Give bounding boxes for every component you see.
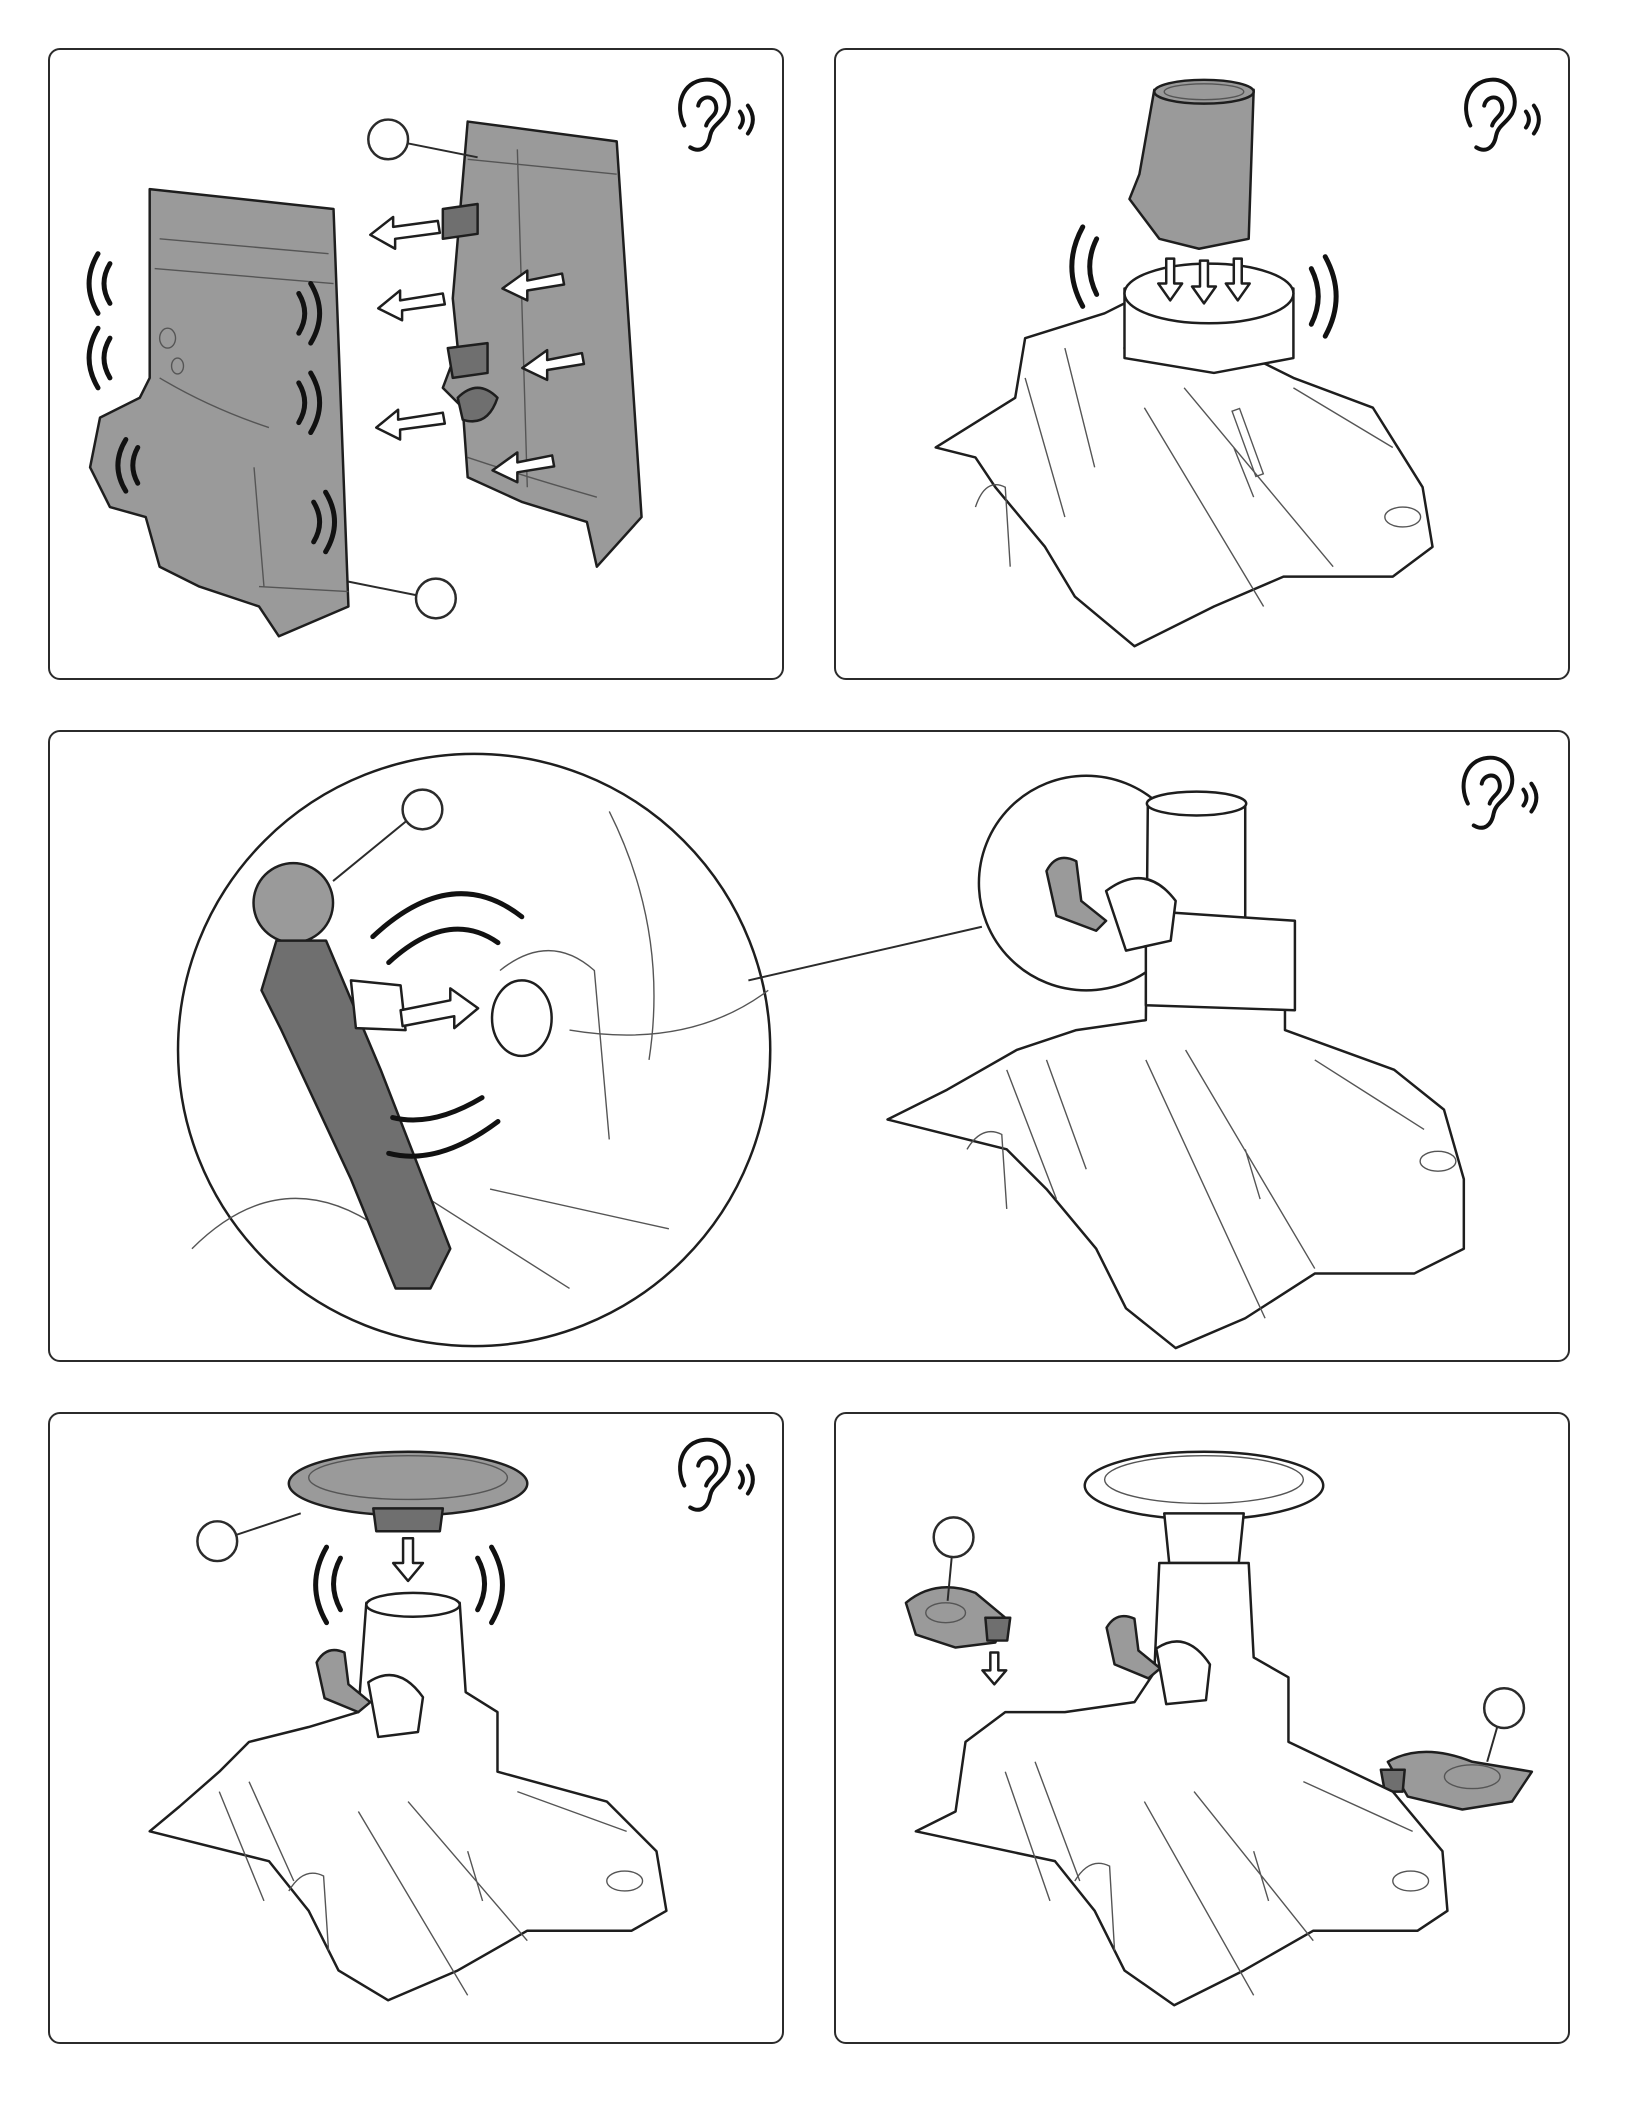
callout-marker-2 — [416, 579, 456, 619]
tube-section — [1129, 80, 1253, 249]
ear-sound-icon — [1466, 80, 1539, 150]
ear-sound-icon — [680, 1440, 753, 1510]
insert-arrow-icon — [1158, 259, 1249, 304]
callout-marker-1 — [197, 1521, 237, 1561]
small-cup-left — [906, 1587, 1010, 1647]
play-base-with-tube — [888, 792, 1464, 1348]
step-4-illustration — [50, 1414, 782, 2042]
step-5-illustration — [836, 1414, 1568, 2042]
funnel-dish — [289, 1452, 527, 1531]
left-shell-half — [90, 189, 348, 636]
insert-arrow-icon — [393, 1538, 423, 1581]
callout-marker-1 — [368, 120, 408, 160]
ear-sound-icon — [680, 80, 753, 150]
right-shell-half — [443, 122, 642, 567]
callout-marker-2 — [1484, 1688, 1524, 1728]
step-panel-2 — [834, 48, 1570, 680]
ear-sound-icon — [1464, 758, 1537, 828]
small-cup-right — [1381, 1752, 1532, 1810]
step-3-illustration — [50, 732, 1568, 1360]
step-panel-1 — [48, 48, 784, 680]
step-panel-4 — [48, 1412, 784, 2044]
step-2-illustration — [836, 50, 1568, 678]
play-base-with-tube — [150, 1593, 667, 2000]
step-panel-5 — [834, 1412, 1570, 2044]
funnel-dish — [1085, 1452, 1323, 1563]
lever-knob — [254, 863, 333, 942]
step-panel-3 — [48, 730, 1570, 1362]
callout-marker-1 — [934, 1517, 974, 1557]
callout-marker-1 — [403, 790, 443, 830]
step-1-illustration — [50, 50, 782, 678]
play-base — [936, 264, 1433, 647]
